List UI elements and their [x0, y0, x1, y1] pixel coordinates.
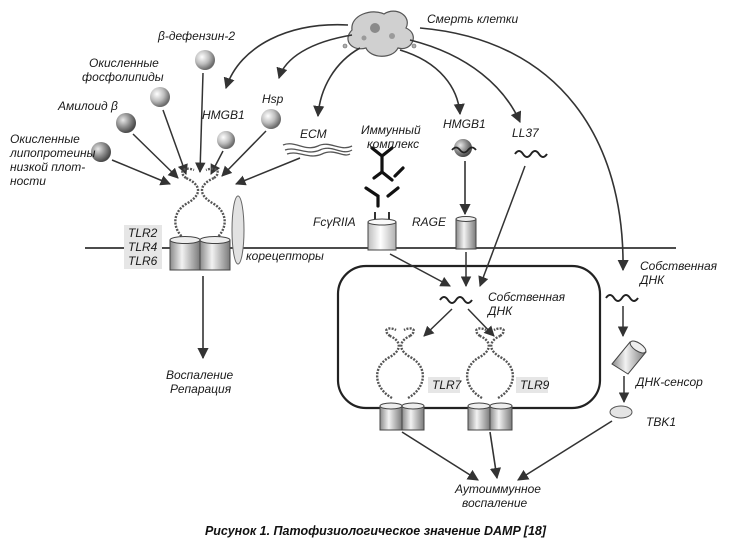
own-dna-endosome-label-2: ДНК: [486, 304, 513, 318]
inflammation-label: Воспаление: [166, 368, 234, 382]
arrow-phospholipids-tlr: [162, 109, 188, 175]
amyloid-sphere: [116, 113, 136, 133]
oxidized-phospholipids-sphere: [150, 87, 170, 107]
tbk1-label: TBK1: [646, 415, 676, 429]
tlr9-receptor: [466, 327, 514, 431]
arrow-lipoproteins-tlr: [111, 159, 171, 186]
dna-sensor-icon: [611, 340, 647, 375]
autoimmune-label-2: воспаление: [462, 496, 528, 510]
arrow-tbk1-autoimmune: [517, 420, 613, 481]
arrow-death-hmgb1: [223, 23, 349, 90]
ll37-dna-squiggle: [514, 150, 548, 158]
arrow-death-ecm: [313, 47, 361, 118]
arrow-hsp-tlr: [221, 130, 267, 177]
oxidized-lipoproteins-sphere: [91, 142, 111, 162]
oxidized-lipoproteins-label-3: низкой плот-: [10, 160, 85, 174]
hmgb1-left-label: HMGB1: [202, 108, 245, 122]
ecm-fiber-icon: [282, 143, 353, 157]
oxidized-phospholipids-label-2: фосфолипиды: [82, 70, 164, 84]
arrow-death-cyto-dna: [419, 27, 629, 272]
tlr6-label: TLR6: [128, 254, 158, 268]
arrow-dna-tlr7: [423, 308, 453, 337]
tlr7-label-box: [428, 377, 460, 393]
tlr2-4-6-receptor: [169, 167, 245, 271]
figure-caption: Рисунок 1. Патофизиологическое значение …: [204, 524, 547, 538]
arrow-fc-dna: [389, 253, 451, 287]
arrow-tlr9-autoimmune: [489, 431, 502, 480]
rage-receptor: [455, 216, 477, 250]
cytosolic-dna-squiggle: [605, 294, 639, 302]
immune-complex-label-1: Иммунный: [361, 123, 421, 137]
coreceptor-shape: [231, 195, 245, 265]
autoimmune-label-1: Аутоиммунное: [454, 482, 541, 496]
arrow-death-hsp: [276, 34, 353, 80]
endosome-dna-squiggle: [439, 296, 473, 304]
coreceptors-label: корецепторы: [246, 249, 324, 263]
fc-receptor: [367, 212, 397, 251]
arrow-amyloid-tlr: [132, 133, 179, 179]
oxidized-lipoproteins-label-4: ности: [10, 174, 46, 188]
arrow-ecm-tlr: [235, 157, 301, 186]
arrow-death-hmgb1-right: [399, 49, 465, 116]
tbk1-shape: [609, 405, 633, 419]
arrow-death-ll37: [409, 39, 522, 124]
hmgb1-left-sphere: [217, 131, 235, 149]
own-dna-cytosol-label-1: Собственная: [640, 259, 718, 273]
immune-complex-icon: [364, 146, 405, 208]
arrow-tlr7-autoimmune: [401, 431, 479, 481]
arrow-ll37-dna: [478, 165, 526, 287]
immune-complex-label-2: комплекс: [367, 137, 419, 151]
own-dna-cytosol-label-2: ДНК: [638, 273, 665, 287]
arrow-dna-tlr9: [467, 308, 495, 337]
beta-defensin-label: β-дефензин-2: [157, 29, 235, 43]
oxidized-lipoproteins-label-2: липопротеины: [9, 146, 96, 160]
arrow-defensin-tlr: [195, 72, 206, 174]
hsp-sphere: [261, 109, 281, 129]
tlr9-label: TLR9: [520, 378, 550, 392]
oxidized-lipoproteins-label-1: Окисленные: [10, 132, 80, 146]
rage-label: RAGE: [412, 215, 447, 229]
own-dna-endosome-label-1: Собственная: [488, 290, 566, 304]
fc-receptor-label: FcγRIIA: [313, 215, 356, 229]
hmgb1-right-label: HMGB1: [443, 117, 486, 131]
dying-cell-icon: [342, 10, 417, 57]
dna-sensor-label: ДНК-сенсор: [634, 375, 703, 389]
ll37-label: LL37: [512, 126, 540, 140]
repair-label: Репарация: [170, 382, 232, 396]
ecm-label: ECM: [300, 127, 327, 141]
cell-death-label: Смерть клетки: [427, 12, 519, 26]
hmgb1-dna-squiggle: [451, 146, 477, 154]
tlr9-label-box: [516, 377, 548, 393]
hsp-label: Hsp: [262, 92, 284, 106]
hmgb1-right-sphere: [454, 139, 472, 157]
tlr4-label: TLR4: [128, 240, 158, 254]
amyloid-label: Амилоид β: [57, 99, 118, 113]
tlr7-receptor: [376, 327, 425, 431]
oxidized-phospholipids-label-1: Окисленные: [89, 56, 159, 70]
arrow-hmgb1-tlr: [210, 150, 224, 175]
tlr2-label: TLR2: [128, 226, 158, 240]
tlr7-label: TLR7: [432, 378, 463, 392]
beta-defensin-sphere: [195, 50, 215, 70]
damp-diagram: TLR2 TLR4 TLR6 корецепторы Воспаление Ре…: [9, 10, 718, 510]
tlr-label-box: [124, 225, 162, 269]
